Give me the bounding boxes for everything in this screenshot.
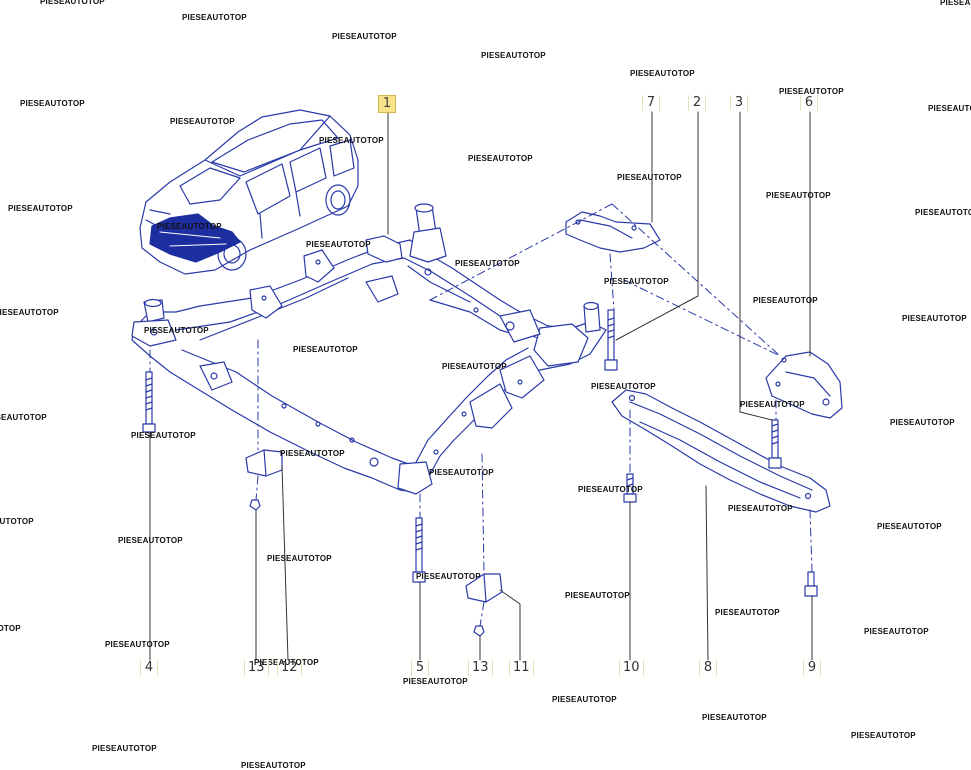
suv-outline-icon [139,109,359,275]
watermark: PIESEAUTOTOP [578,485,643,494]
watermark: PIESEAUTOTOP [702,713,767,722]
watermark: PIESEAUTOTOP [157,222,222,231]
watermark: PIESEAUTOTOP [0,517,34,526]
watermark: PIESEAUTOTOP [92,744,157,753]
watermark: PIESEAUTOTOP [416,572,481,581]
watermark: PIESEAUTOTOP [280,449,345,458]
watermark: PIESEAUTOTOP [144,326,209,335]
watermark: PIESEAUTOTOP [630,69,695,78]
watermark: PIESEAUTOTOP [40,0,105,6]
callout-label-2: 2 [688,95,706,111]
watermark: PIESEAUTOTOP [455,259,520,268]
watermark: PIESEAUTOTOP [753,296,818,305]
nut-icon [473,625,485,637]
watermark: PIESEAUTOTOP [182,13,247,22]
callout-label-5: 5 [411,660,429,676]
assembly-guide-lines [149,203,813,627]
mounting-bracket-icon [765,351,843,419]
watermark: PIESEAUTOTOP [0,308,59,317]
watermark: PIESEAUTOTOP [468,154,533,163]
watermark: PIESEAUTOTOP [241,761,306,770]
watermark: PIESEAUTOTOP [604,277,669,286]
callout-label-6: 6 [800,95,818,111]
mounting-bracket-icon [565,211,661,253]
callout-label-7: 7 [642,95,660,111]
callout-label-12: 12 [277,660,302,676]
bolt-icon [623,473,637,503]
watermark: PIESEAUTOTOP [851,731,916,740]
watermark: PIESEAUTOTOP [267,554,332,563]
watermark: PIESEAUTOTOP [293,345,358,354]
watermark: PIESEAUTOTOP [728,504,793,513]
mounting-bracket-icon [245,449,283,477]
callout-label-13: 13 [468,660,493,676]
watermark: PIESEAUTOTOP [591,382,656,391]
bolt-icon [768,419,782,469]
callout-label-4: 4 [140,660,158,676]
watermark: PIESEAUTOTOP [319,136,384,145]
watermark: PIESEAUTOTOP [442,362,507,371]
watermark: PIESEAUTOTOP [8,204,73,213]
nut-icon [249,499,261,511]
watermark: PIESEAUTOTOP [617,173,682,182]
watermark: PIESEAUTOTOP [0,624,21,633]
bolt-icon [804,571,818,597]
bolt-icon [412,517,426,583]
watermark: PIESEAUTOTOP [481,51,546,60]
front-subframe-icon [131,203,607,495]
callout-label-8: 8 [699,660,717,676]
callout-label-9: 9 [803,660,821,676]
watermark: PIESEAUTOTOP [131,431,196,440]
watermark: PIESEAUTOTOP [928,104,971,113]
callout-label-1: 1 [378,95,396,113]
watermark: PIESEAUTOTOP [940,0,971,7]
watermark: PIESEAUTOTOP [105,640,170,649]
watermark: PIESEAUTOTOP [766,191,831,200]
watermark: PIESEAUTOTOP [565,591,630,600]
watermark: PIESEAUTOTOP [118,536,183,545]
callout-label-13: 13 [244,660,269,676]
watermark: PIESEAUTOTOP [403,677,468,686]
watermark: PIESEAUTOTOP [306,240,371,249]
callout-label-3: 3 [730,95,748,111]
bolt-icon [604,309,618,371]
watermark: PIESEAUTOTOP [740,400,805,409]
watermark: PIESEAUTOTOP [779,87,844,96]
watermark: PIESEAUTOTOP [715,608,780,617]
rear-crossmember-icon [611,389,831,513]
watermark: PIESEAUTOTOP [915,208,971,217]
bolt-icon [142,371,156,433]
watermark: PIESEAUTOTOP [552,695,617,704]
callout-label-10: 10 [619,660,644,676]
watermark: PIESEAUTOTOP [877,522,942,531]
watermark: PIESEAUTOTOP [20,99,85,108]
watermark: PIESEAUTOTOP [0,413,47,422]
watermark: PIESEAUTOTOP [254,658,319,667]
watermark: PIESEAUTOTOP [890,418,955,427]
watermark: PIESEAUTOTOP [170,117,235,126]
watermark: PIESEAUTOTOP [429,468,494,477]
watermark: PIESEAUTOTOP [902,314,967,323]
callout-label-11: 11 [509,660,534,676]
watermark: PIESEAUTOTOP [332,32,397,41]
watermark: PIESEAUTOTOP [864,627,929,636]
callout-leader-lines [149,111,813,661]
